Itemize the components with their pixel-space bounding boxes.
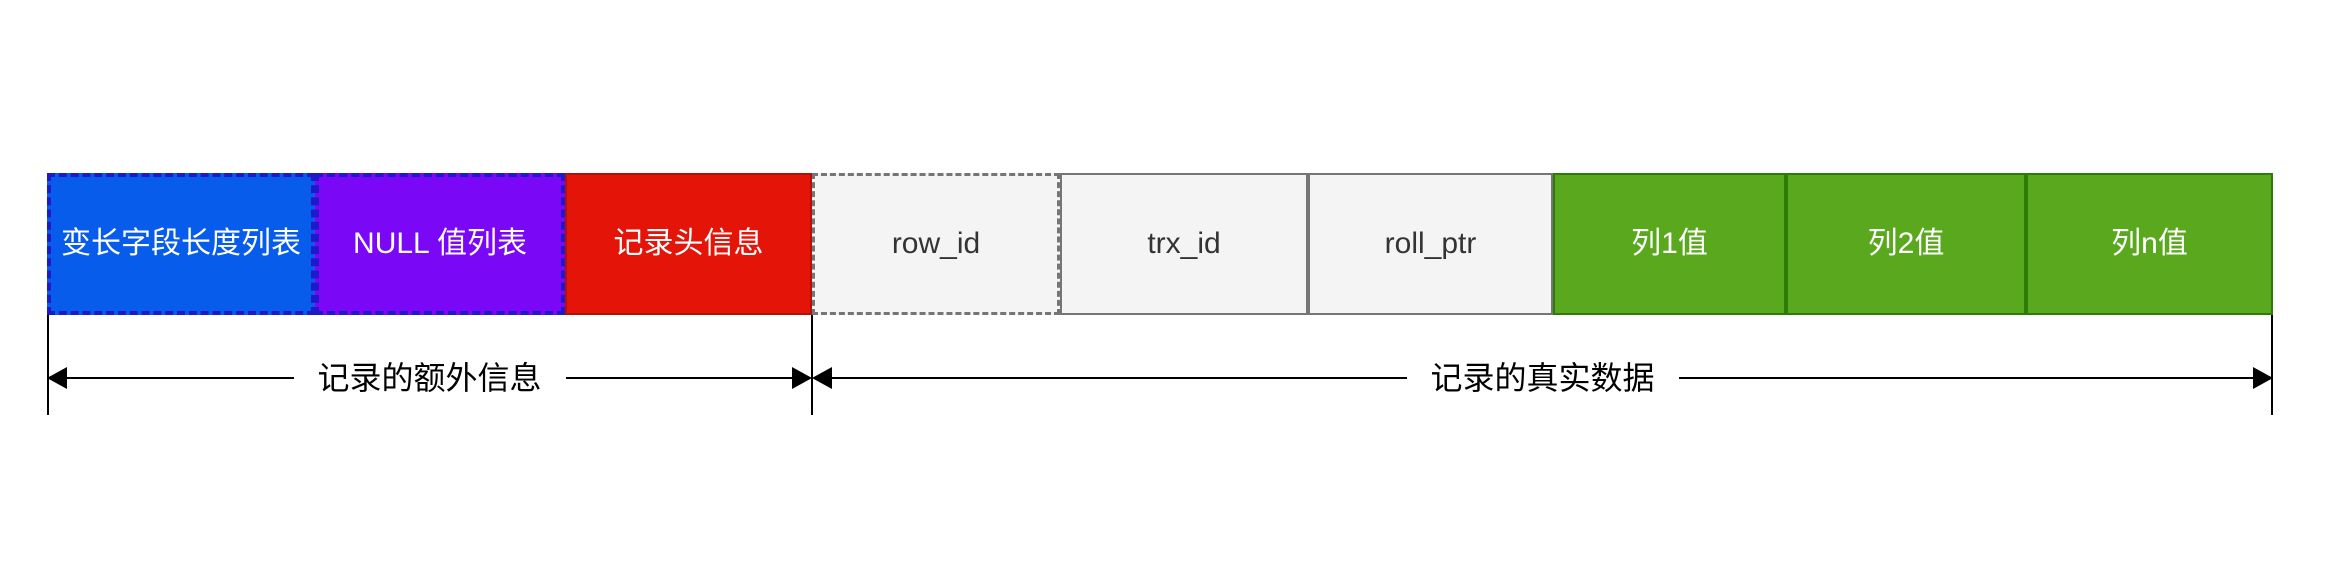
extent-tick — [47, 315, 49, 415]
dimension-line — [565, 377, 793, 379]
dim-extra-info: 记录的额外信息 — [47, 353, 813, 403]
arrowhead-left-icon — [47, 367, 67, 389]
box-col1-value: 列1值 — [1553, 173, 1786, 315]
box-row-id: row_id — [812, 173, 1060, 315]
box-trx-id: trx_id — [1060, 173, 1308, 315]
extent-tick — [2271, 315, 2273, 415]
box-null-value-list: NULL 值列表 — [315, 173, 565, 315]
dim-real-data: 记录的真实数据 — [812, 353, 2274, 403]
arrowhead-right-icon — [2253, 367, 2274, 389]
arrowhead-right-icon — [792, 367, 813, 389]
arrowhead-left-icon — [812, 367, 832, 389]
box-varlen-field-list: 变长字段长度列表 — [47, 173, 315, 315]
box-record-header: 记录头信息 — [565, 173, 812, 315]
dimension-line — [1678, 377, 2254, 379]
dim-extra-info-label: 记录的额外信息 — [317, 360, 542, 396]
extent-tick — [811, 315, 813, 415]
box-roll-ptr: roll_ptr — [1308, 173, 1553, 315]
box-col2-value: 列2值 — [1786, 173, 2026, 315]
dimension-line — [67, 377, 294, 379]
dimension-line — [832, 377, 1407, 379]
box-coln-value: 列n值 — [2026, 173, 2273, 315]
dim-real-data-label: 记录的真实数据 — [1430, 360, 1655, 396]
